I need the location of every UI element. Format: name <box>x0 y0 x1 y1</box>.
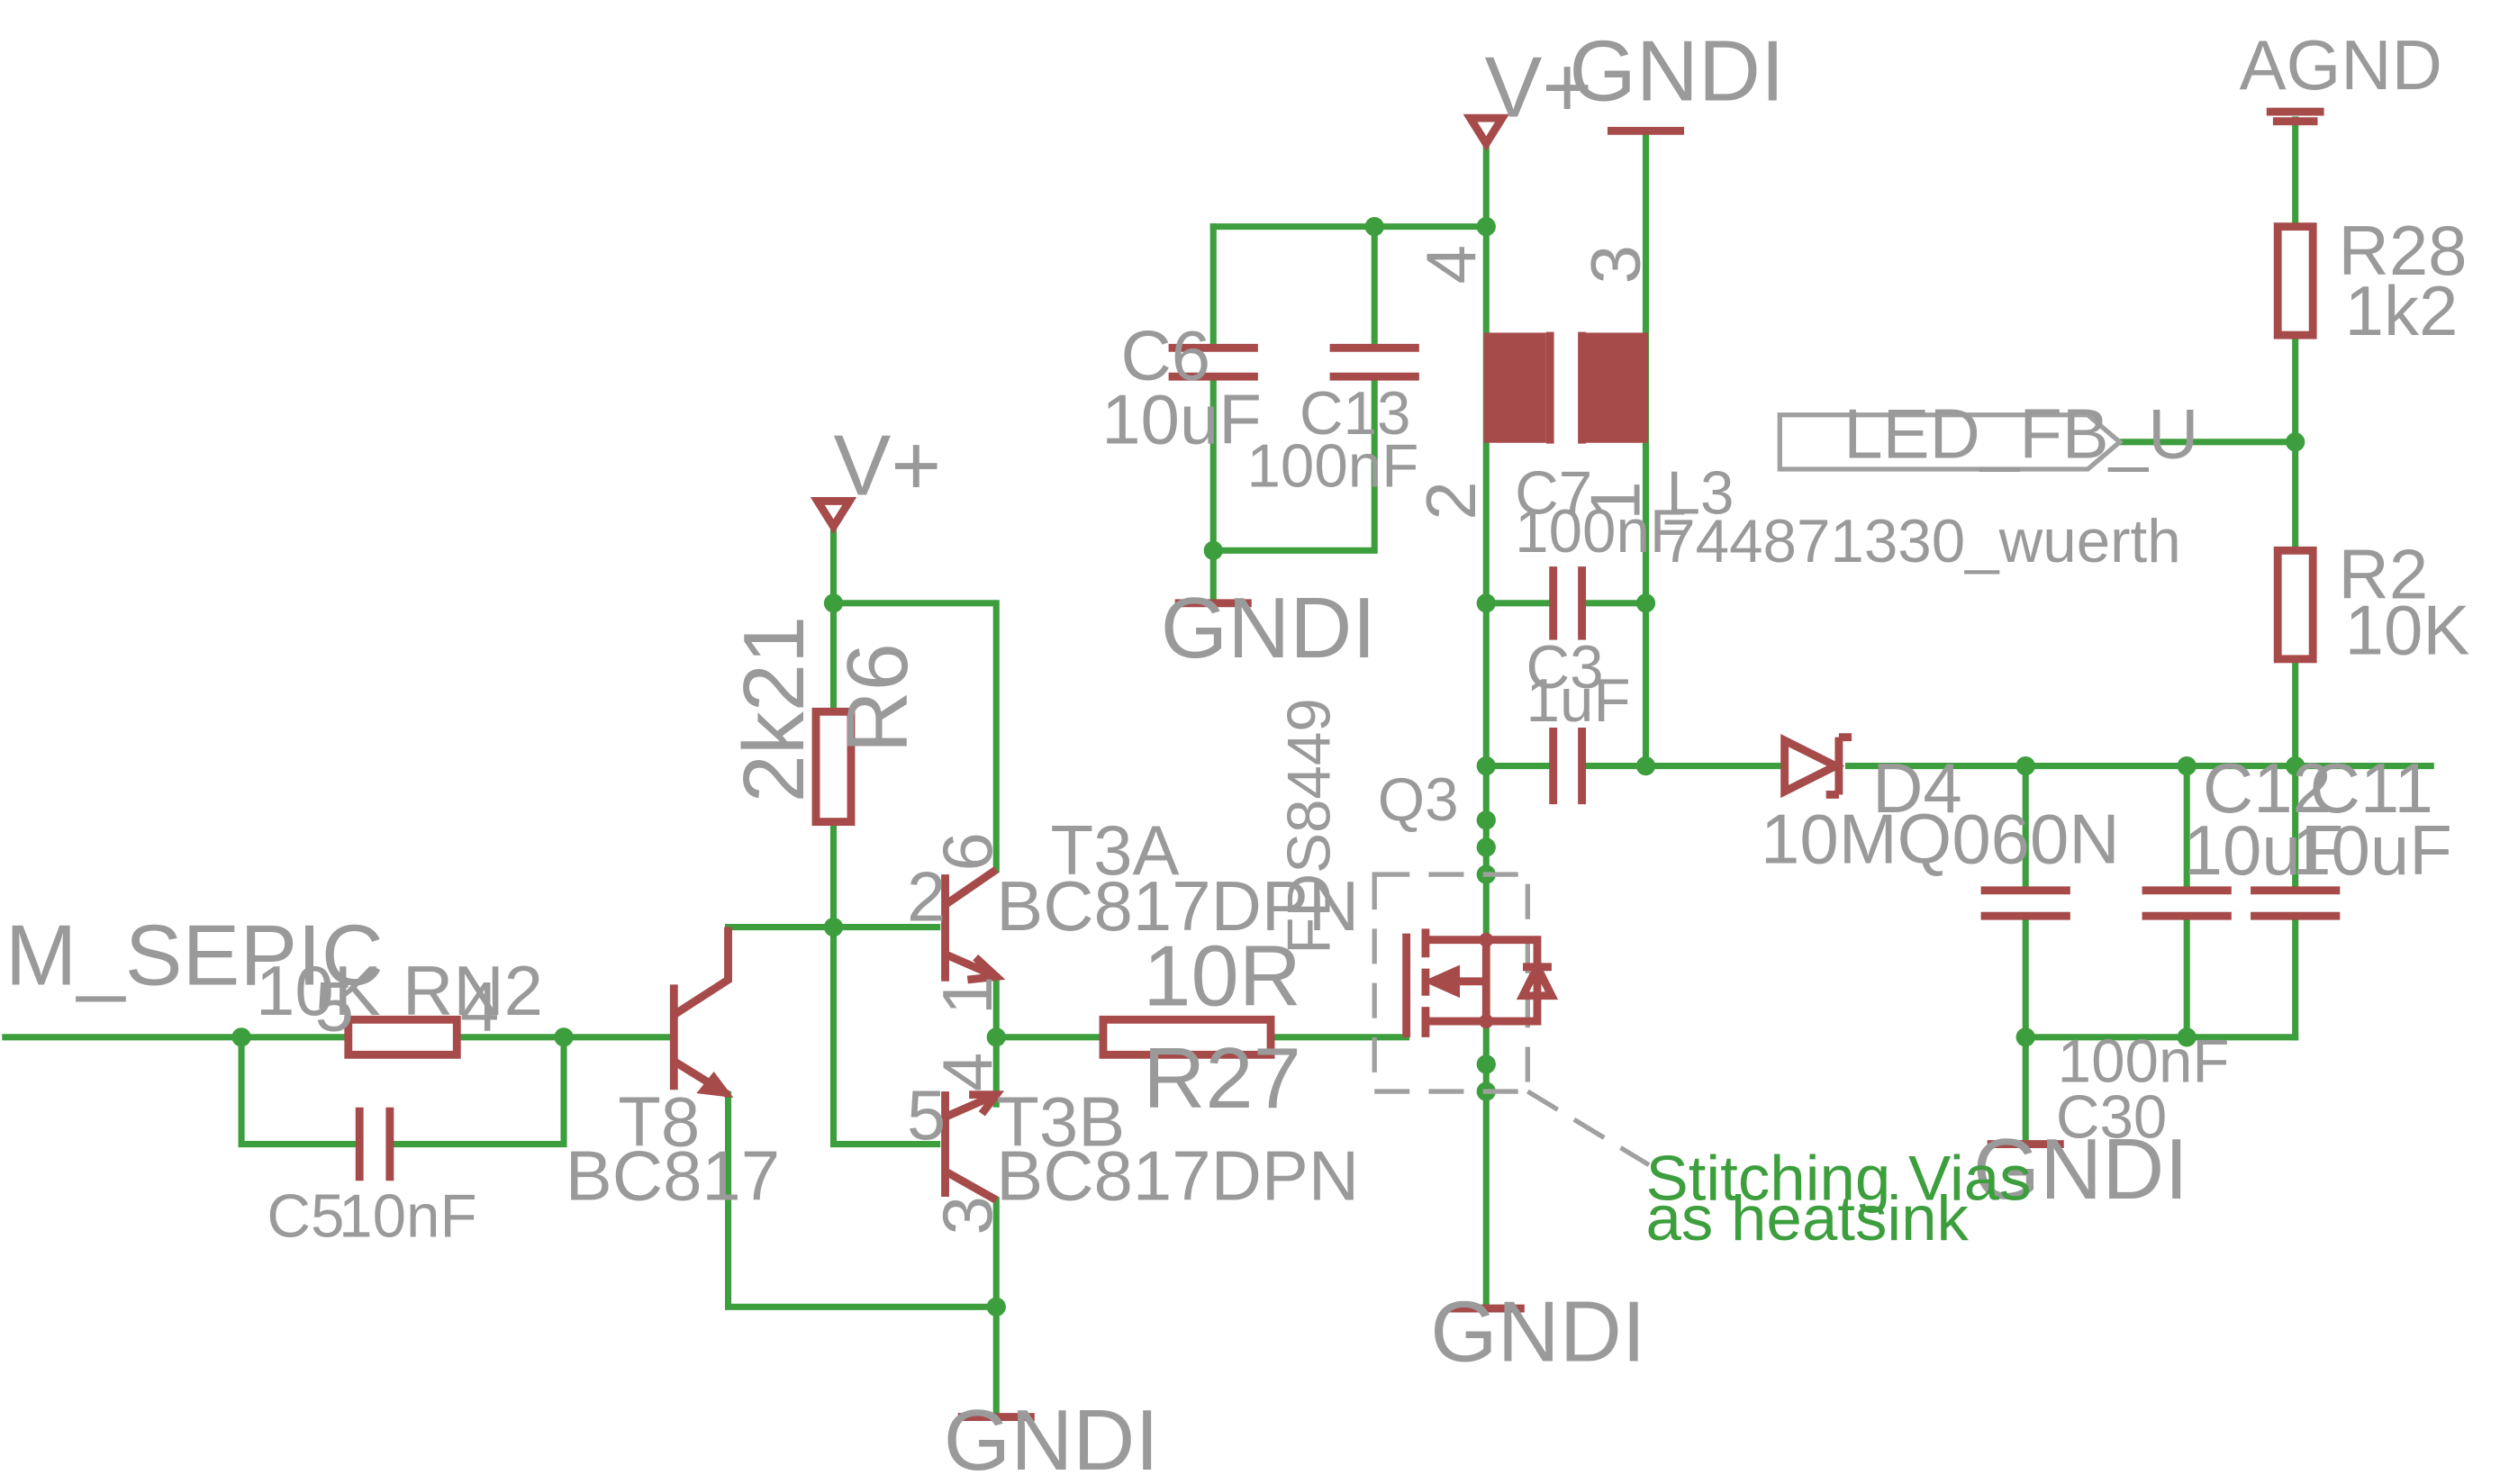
l3-pin-1: 1 <box>1575 481 1654 520</box>
t3b-pin-3: 3 <box>928 1196 1007 1235</box>
q3-value: FDS8449 <box>1276 698 1344 954</box>
c6-name: C6 <box>1120 316 1210 395</box>
vplus-label-top: V+ <box>1484 39 1592 135</box>
l3-value: 744871330_wuerth <box>1662 508 2181 575</box>
r6-value: 2k21 <box>726 616 822 803</box>
resistor-r27 <box>1099 1015 1275 1059</box>
vplus-symbol-top <box>1463 113 1509 151</box>
c12-value: 10uF <box>2184 810 2344 890</box>
rn2-pin-4: 4 <box>460 967 499 1046</box>
stitching-leader <box>1526 1089 1651 1167</box>
r28-value: 1k2 <box>2345 271 2459 350</box>
c7-name: C7 <box>1515 460 1592 528</box>
t8-name: T8 <box>618 1081 700 1161</box>
c7-value: 100nF <box>1515 498 1687 566</box>
c30-value: 100nF <box>2058 1027 2230 1095</box>
resistor-r6 <box>811 707 856 827</box>
gndi-label-top: GNDI <box>1569 23 1784 120</box>
d4-value: 10MQ060N <box>1761 800 2120 879</box>
agnd-symbol <box>2266 107 2324 126</box>
resistor-rn2 <box>344 1015 461 1059</box>
t3a-pin-1: 1 <box>928 976 1007 1015</box>
stitching-note-line2: as heatsink <box>1645 1183 1969 1254</box>
q3-name: Q3 <box>1378 766 1459 834</box>
stitching-note-line1: Stitching Vias <box>1645 1144 2031 1215</box>
r27-value: 10R <box>1143 928 1301 1024</box>
r6-name: R6 <box>829 643 926 753</box>
gndi-label-c30: GNDI <box>1973 1121 2188 1217</box>
gndi-label-q3: GNDI <box>1430 1284 1645 1380</box>
rn2-value: 10K <box>256 951 381 1030</box>
l3-pin-2: 2 <box>1411 481 1490 520</box>
capacitor-c13 <box>1329 343 1419 381</box>
r28-name: R28 <box>2339 211 2468 290</box>
t3a-pin-2: 2 <box>907 856 946 936</box>
c30-name: C30 <box>2056 1083 2168 1151</box>
gndi-label-t3: GNDI <box>944 1392 1159 1484</box>
l3-pin-4: 4 <box>1411 245 1490 284</box>
l3-name: L3 <box>1667 460 1735 528</box>
diode-d4 <box>1780 733 1852 799</box>
r27-name: R27 <box>1143 1030 1301 1127</box>
c3-name: C3 <box>1526 634 1604 701</box>
m-sepic-label: M_SEPIC <box>5 907 384 1003</box>
c11-value: 10uF <box>2292 810 2452 890</box>
c3-value: 1uF <box>1526 667 1631 735</box>
capacitor-c12 <box>2142 886 2232 920</box>
t3a-pin-6: 6 <box>928 832 1007 871</box>
c13-value: 100nF <box>1246 432 1418 500</box>
r2-name: R2 <box>2339 535 2429 614</box>
resistor-r2 <box>2273 546 2317 664</box>
capacitor-c7 <box>1549 566 1587 640</box>
t3b-pin-4: 4 <box>928 1053 1007 1091</box>
t8-value: BC817 <box>566 1136 780 1216</box>
capacitor-c30 <box>1980 886 2070 920</box>
transistor-t8 <box>669 927 734 1099</box>
junctions <box>231 216 2305 1317</box>
labels: V+ GNDI AGND GNDI GNDI GNDI GNDI V+ M_SE… <box>5 23 2470 1484</box>
capacitor-c6 <box>1168 343 1258 381</box>
coupled-inductor-l3 <box>1483 331 1649 444</box>
c5-value: 10nF <box>339 1182 476 1250</box>
capacitor-c3 <box>1549 728 1587 805</box>
d4-name: D4 <box>1872 748 1962 828</box>
t3b-pin-5: 5 <box>907 1075 946 1154</box>
t3a-value: BC817DPN <box>996 866 1359 946</box>
rn2-name: RN2 <box>403 951 543 1030</box>
vplus-symbol-left <box>810 496 857 535</box>
t3b-name: T3B <box>996 1081 1125 1161</box>
transistor-t3b <box>941 1090 1005 1204</box>
t3b-value: BC817DPN <box>996 1136 1359 1216</box>
capacitor-c5 <box>355 1107 394 1181</box>
vplus-label-left: V+ <box>833 417 941 513</box>
agnd-label: AGND <box>2240 25 2442 104</box>
net-label-led-fb-u <box>1777 412 2124 472</box>
c12-name: C12 <box>2203 748 2332 828</box>
transistor-t3a <box>941 866 1006 984</box>
led-fb-u-label: LED_FB_U <box>1843 394 2198 474</box>
r2-value: 10K <box>2345 591 2470 670</box>
t3a-name: T3A <box>1050 810 1179 890</box>
c11-name: C11 <box>2310 748 2433 828</box>
c13-name: C13 <box>1300 380 1411 448</box>
c5-name: C5 <box>267 1182 344 1250</box>
capacitor-c11 <box>2251 886 2341 920</box>
rn2-pin-5: 5 <box>315 967 354 1046</box>
l3-pin-3: 3 <box>1575 245 1654 284</box>
mosfet-q3 <box>1372 872 1559 1094</box>
gndi-label-c6: GNDI <box>1161 580 1376 676</box>
c6-value: 10uF <box>1101 380 1262 459</box>
resistor-r28 <box>2273 222 2317 339</box>
